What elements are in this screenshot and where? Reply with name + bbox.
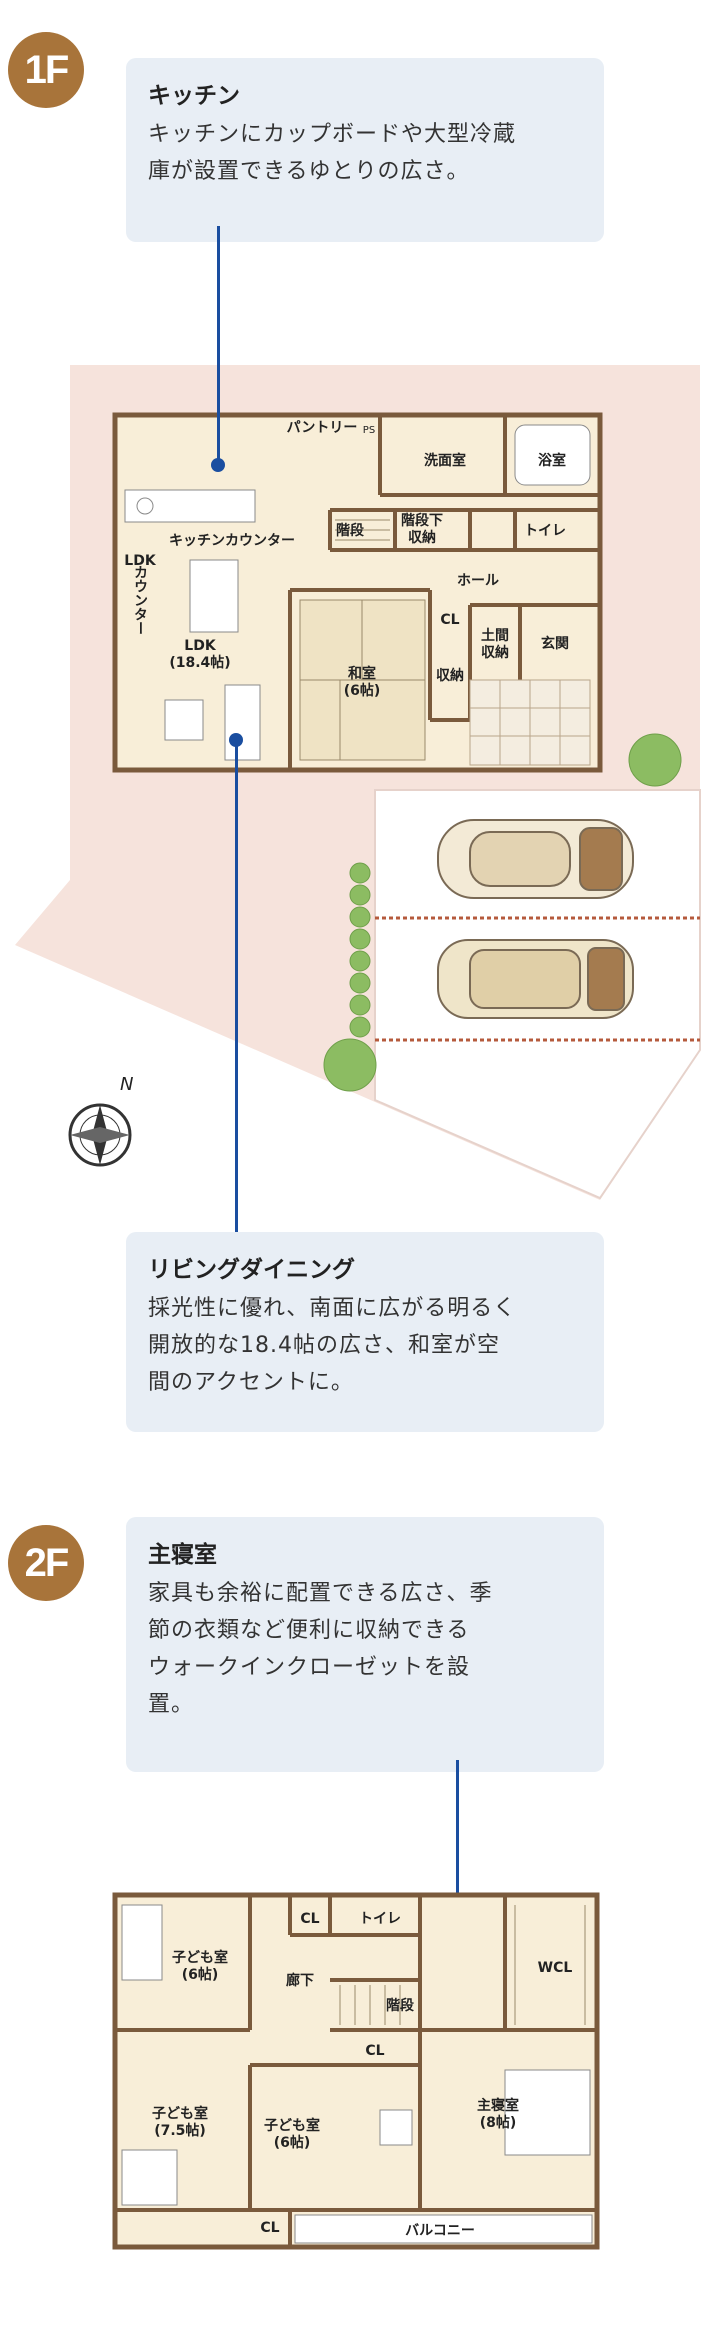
living-callout-title: リビングダイニング xyxy=(148,1257,355,1283)
label-washroom: 洗面室 xyxy=(424,452,466,469)
label-ldk-2: (18.4帖) xyxy=(169,654,230,671)
label-stairs-2f: 階段 xyxy=(386,1997,414,2014)
label-balcony: バルコニー xyxy=(405,2223,475,2239)
label-ldk-1: LDK xyxy=(184,638,217,654)
label-cl-mid: CL xyxy=(365,2043,384,2059)
master-callout: 主寝室 家具も余裕に配置できる広さ、季 節の衣類など便利に収納できる ウォークイ… xyxy=(126,1517,604,1772)
label-child3-1: 子ども室 xyxy=(264,2117,320,2134)
label-child2-1: 子ども室 xyxy=(152,2105,208,2122)
hedge xyxy=(349,862,371,1038)
dining-table xyxy=(189,559,239,633)
master-callout-line: ウォークインクローゼットを設 xyxy=(148,1655,471,1680)
label-corridor: 廊下 xyxy=(286,1972,314,1989)
sofa xyxy=(224,684,261,761)
master-callout-line: 置。 xyxy=(148,1692,195,1717)
living-callout-line: 開放的な18.4帖の広さ、和室が空 xyxy=(148,1333,500,1358)
label-master-1: 主寝室 xyxy=(477,2097,519,2114)
entrance-tiles xyxy=(469,679,591,766)
tatami xyxy=(299,599,426,761)
bathtub xyxy=(514,424,591,486)
floor2-plan: CL トイレ WCL 子ども室 (6帖) 廊下 階段 CL 主寝室 (8帖) 子… xyxy=(112,1892,600,2250)
label-storage: 収納 xyxy=(436,667,464,684)
label-stairs: 階段 xyxy=(336,522,364,539)
car-1 xyxy=(437,819,634,899)
label-bath: 浴室 xyxy=(538,452,566,469)
living-pointer-line xyxy=(235,740,238,1232)
label-cl-bottom: CL xyxy=(260,2220,279,2236)
label-washitsu-1: 和室 xyxy=(348,665,376,682)
label-toilet-2f: トイレ xyxy=(359,1911,401,1927)
master-callout-line: 節の衣類など便利に収納できる xyxy=(148,1618,470,1643)
label-ldk-counter-1: LDK xyxy=(124,553,157,569)
living-callout-line: 間のアクセントに。 xyxy=(148,1370,354,1395)
label-child3-2: (6帖) xyxy=(274,2134,311,2151)
label-child1-2: (6帖) xyxy=(182,1966,219,1983)
label-cl: CL xyxy=(440,612,459,628)
kitchen-callout-title: キッチン xyxy=(148,83,240,109)
kitchen-callout-body: キッチンにカップボードや大型冷蔵 庫が設置できるゆとりの広さ。 xyxy=(148,116,582,190)
kitchen-counter xyxy=(124,489,256,523)
kitchen-pointer-line xyxy=(217,226,220,462)
bed-child1 xyxy=(121,1904,163,1981)
label-ps: PS xyxy=(363,425,375,436)
master-callout-line: 家具も余裕に配置できる広さ、季 xyxy=(148,1581,493,1606)
label-washitsu-2: (6帖) xyxy=(344,682,381,699)
car-2 xyxy=(437,939,634,1019)
label-ldk-counter-2: カウンター xyxy=(132,565,148,635)
label-child1-1: 子ども室 xyxy=(172,1949,228,1966)
living-callout-body: 採光性に優れ、南面に広がる明るく 開放的な18.4帖の広さ、和室が空 間のアクセ… xyxy=(148,1290,582,1401)
compass-north-label: N xyxy=(120,1074,133,1095)
floor1-badge: 1F xyxy=(8,32,84,108)
kitchen-callout: キッチン キッチンにカップボードや大型冷蔵 庫が設置できるゆとりの広さ。 xyxy=(126,58,604,242)
label-child2-2: (7.5帖) xyxy=(154,2122,206,2139)
label-doma-2: 収納 xyxy=(481,644,509,661)
floor2-badge: 2F xyxy=(8,1525,84,1601)
label-entrance: 玄関 xyxy=(541,635,569,652)
kitchen-callout-line: 庫が設置できるゆとりの広さ。 xyxy=(148,159,470,184)
compass-icon xyxy=(68,1103,132,1167)
label-under-stairs-1: 階段下 xyxy=(401,512,443,529)
tree xyxy=(628,733,682,787)
label-under-stairs-2: 収納 xyxy=(408,529,436,546)
label-doma-1: 土間 xyxy=(481,627,509,644)
label-pantry: パントリー xyxy=(287,420,358,436)
label-master-2: (8帖) xyxy=(480,2114,517,2131)
label-wcl: WCL xyxy=(538,1960,573,1976)
kitchen-callout-line: キッチンにカップボードや大型冷蔵 xyxy=(148,122,517,147)
living-callout-line: 採光性に優れ、南面に広がる明るく xyxy=(148,1296,517,1321)
label-hall: ホール xyxy=(457,573,499,589)
living-pointer-dot xyxy=(229,733,243,747)
bed-child2 xyxy=(121,2149,178,2206)
master-callout-body: 家具も余裕に配置できる広さ、季 節の衣類など便利に収納できる ウォークインクロー… xyxy=(148,1575,582,1723)
label-toilet: トイレ xyxy=(524,523,566,539)
living-callout: リビングダイニング 採光性に優れ、南面に広がる明るく 開放的な18.4帖の広さ、… xyxy=(126,1232,604,1432)
master-callout-title: 主寝室 xyxy=(148,1542,217,1568)
floor1-plan: パントリー PS 洗面室 浴室 階段 階段下 収納 トイレ キッチンカウンター … xyxy=(15,365,701,1200)
kitchen-pointer-dot xyxy=(211,458,225,472)
bed-master xyxy=(504,2069,591,2156)
label-cl-top: CL xyxy=(300,1911,319,1927)
label-kitchen-counter: キッチンカウンター xyxy=(169,533,295,549)
desk-child3 xyxy=(379,2109,413,2146)
tree xyxy=(323,1038,377,1092)
balcony-deck xyxy=(294,2214,593,2244)
